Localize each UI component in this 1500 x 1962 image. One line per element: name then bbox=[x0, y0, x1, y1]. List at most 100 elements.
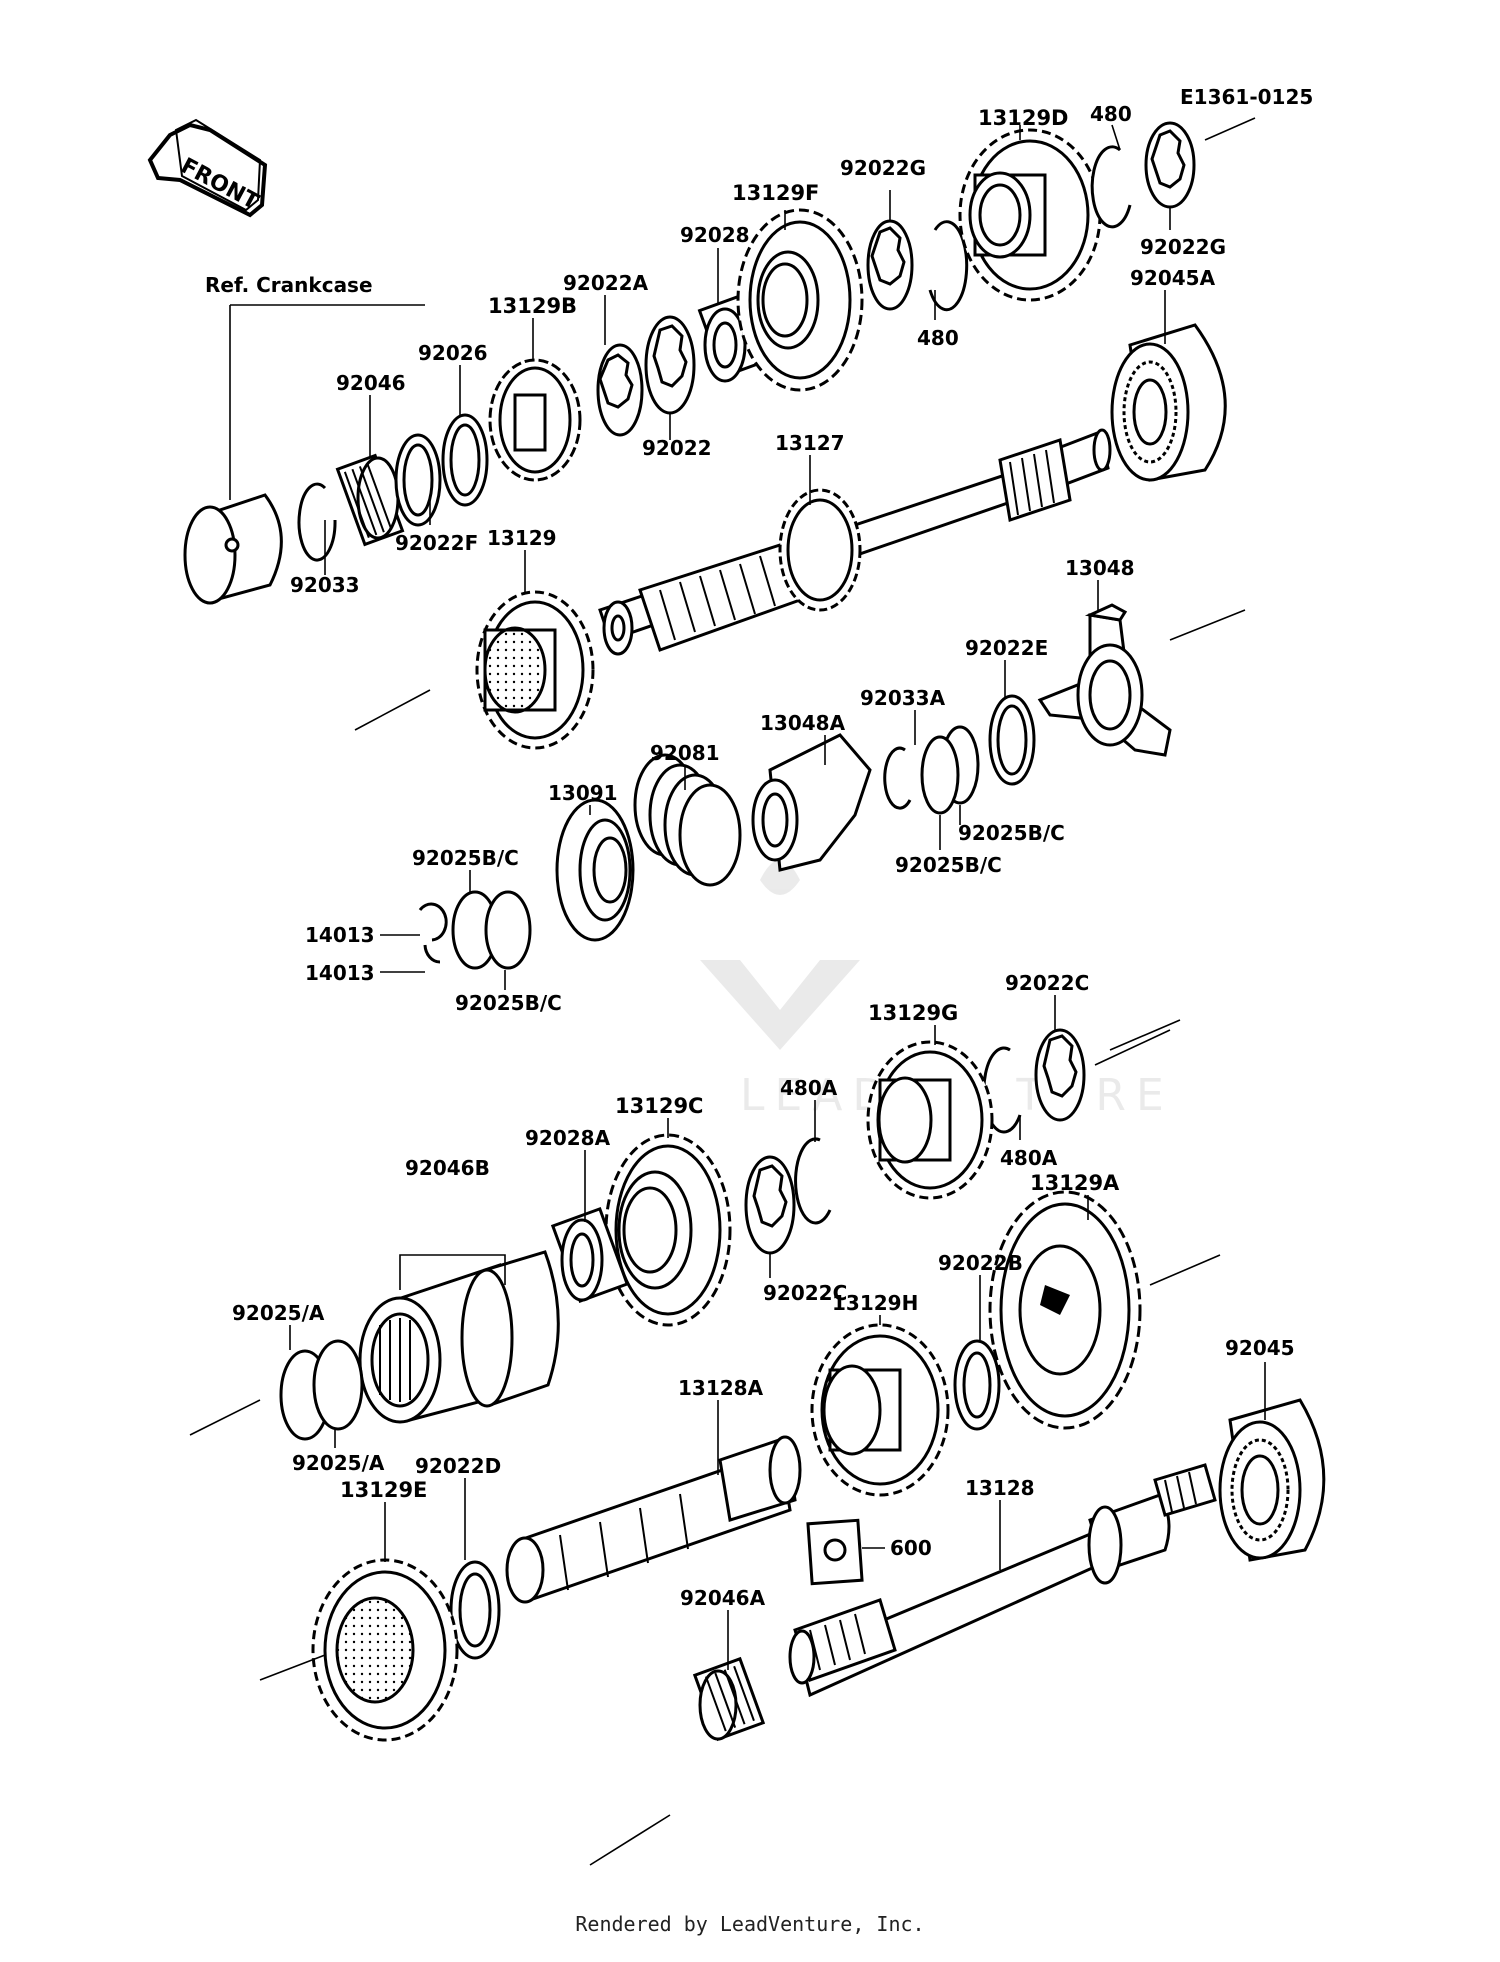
gear-13129G bbox=[866, 1040, 994, 1200]
gear-13129B bbox=[488, 358, 582, 482]
label-13129C: 13129C bbox=[615, 1094, 703, 1118]
washer-92022G-inner bbox=[866, 219, 914, 311]
label-13127: 13127 bbox=[775, 431, 845, 455]
label-14013-2: 14013 bbox=[305, 961, 375, 985]
label-480A-top: 480A bbox=[780, 1076, 838, 1100]
circlip-480A-inner bbox=[794, 1137, 832, 1225]
gear-13129A bbox=[988, 1190, 1142, 1430]
gear-13129E bbox=[311, 1558, 459, 1742]
circlip-480-outer bbox=[1090, 145, 1132, 229]
washer-92022 bbox=[644, 315, 696, 415]
label-92033A: 92033A bbox=[860, 686, 946, 710]
circlip-92033 bbox=[297, 482, 337, 562]
washer-92022A bbox=[596, 343, 644, 437]
label-92022G-top: 92022G bbox=[840, 156, 926, 180]
label-14013-1: 14013 bbox=[305, 923, 375, 947]
keys-14013 bbox=[418, 902, 448, 964]
label-92045: 92045 bbox=[1225, 1336, 1295, 1360]
washer-92022D bbox=[449, 1560, 501, 1660]
leader-lines bbox=[289, 124, 1266, 1670]
sleeve-shaft-13128A bbox=[505, 1435, 802, 1604]
label-92025A-1: 92025/A bbox=[232, 1301, 325, 1325]
label-92045A: 92045A bbox=[1130, 266, 1216, 290]
gear-13129D bbox=[958, 128, 1102, 302]
label-92028A: 92028A bbox=[525, 1126, 611, 1150]
washer-92022E bbox=[988, 694, 1036, 786]
part-labels: 13129D 480 92022G 92022G 480 13129F 9202… bbox=[232, 102, 1295, 1610]
needle-bearing-92046 bbox=[335, 453, 405, 547]
ball-bearing-92045A bbox=[1110, 323, 1227, 482]
label-92025A-2: 92025/A bbox=[292, 1451, 385, 1475]
washer-92022C-inner bbox=[744, 1155, 796, 1255]
shims-92025BC-lower bbox=[451, 890, 532, 970]
label-92025BC-4: 92025B/C bbox=[455, 991, 562, 1015]
washer-92022B bbox=[953, 1339, 1001, 1431]
washer-92026 bbox=[441, 413, 489, 507]
label-480A-bot: 480A bbox=[1000, 1146, 1058, 1170]
gear-13129F bbox=[736, 208, 864, 392]
shaft-13128 bbox=[788, 1463, 1217, 1698]
label-13048A: 13048A bbox=[760, 711, 846, 735]
crankcase-cap bbox=[183, 493, 283, 605]
sleeve-92046B bbox=[460, 1250, 560, 1408]
label-92033: 92033 bbox=[290, 573, 360, 597]
cam-13048A bbox=[751, 733, 872, 872]
circlip-92033A bbox=[883, 746, 912, 810]
label-13129F: 13129F bbox=[732, 181, 819, 205]
shims-92025BC-upper bbox=[920, 725, 980, 815]
front-arrow-icon: FRONT bbox=[147, 118, 268, 218]
label-92022: 92022 bbox=[642, 436, 712, 460]
gear-13129C bbox=[604, 1133, 732, 1327]
label-92028: 92028 bbox=[680, 223, 750, 247]
tag-600 bbox=[806, 1518, 885, 1586]
ball-bearing-92045 bbox=[1218, 1398, 1326, 1562]
label-92022G-right: 92022G bbox=[1140, 235, 1226, 259]
needle-bearing-92046A bbox=[692, 1656, 766, 1742]
gear-13129 bbox=[475, 590, 595, 750]
label-480-mid: 480 bbox=[917, 326, 959, 350]
label-92022D: 92022D bbox=[415, 1454, 501, 1478]
footer-credit: Rendered by LeadVenture, Inc. bbox=[575, 1912, 925, 1936]
label-13129A: 13129A bbox=[1030, 1171, 1120, 1195]
label-92025BC-1: 92025B/C bbox=[958, 821, 1065, 845]
circlip-480-inner bbox=[928, 220, 969, 312]
cup-13091 bbox=[555, 798, 635, 942]
label-92026: 92026 bbox=[418, 341, 488, 365]
diagram-code: E1361-0125 bbox=[1180, 85, 1313, 109]
shaft-13127 bbox=[598, 428, 1112, 656]
label-13129B: 13129B bbox=[488, 294, 577, 318]
ref-crankcase-label: Ref. Crankcase bbox=[205, 273, 373, 297]
label-13129G: 13129G bbox=[868, 1001, 958, 1025]
fork-13048 bbox=[1037, 603, 1172, 757]
label-92081: 92081 bbox=[650, 741, 720, 765]
label-92046A: 92046A bbox=[680, 1586, 766, 1610]
label-600: 600 bbox=[890, 1536, 932, 1560]
spring-92081 bbox=[633, 753, 742, 887]
label-92022E: 92022E bbox=[965, 636, 1048, 660]
label-92046: 92046 bbox=[336, 371, 406, 395]
label-13129E: 13129E bbox=[340, 1478, 427, 1502]
label-13091: 13091 bbox=[548, 781, 618, 805]
label-13048: 13048 bbox=[1065, 556, 1135, 580]
label-92022B: 92022B bbox=[938, 1251, 1023, 1275]
washer-92022F bbox=[394, 433, 442, 527]
label-92022C-top: 92022C bbox=[1005, 971, 1089, 995]
shims-92025A bbox=[279, 1339, 364, 1441]
label-92025BC-2: 92025B/C bbox=[895, 853, 1002, 877]
label-13129: 13129 bbox=[487, 526, 557, 550]
label-13129D: 13129D bbox=[978, 106, 1069, 130]
label-480-top: 480 bbox=[1090, 102, 1132, 126]
label-13128A: 13128A bbox=[678, 1376, 764, 1400]
label-92025BC-3: 92025B/C bbox=[412, 846, 519, 870]
label-13128: 13128 bbox=[965, 1476, 1035, 1500]
gear-13129H bbox=[810, 1323, 950, 1497]
washer-92022G-outer bbox=[1144, 121, 1196, 209]
label-92022A: 92022A bbox=[563, 271, 649, 295]
label-92046B: 92046B bbox=[405, 1156, 490, 1180]
label-92022C-mid: 92022C bbox=[763, 1281, 847, 1305]
label-92022F: 92022F bbox=[395, 531, 478, 555]
bushing-92028A bbox=[550, 1206, 630, 1304]
washer-92022C-outer bbox=[1034, 1028, 1086, 1122]
label-13129H: 13129H bbox=[832, 1291, 918, 1315]
